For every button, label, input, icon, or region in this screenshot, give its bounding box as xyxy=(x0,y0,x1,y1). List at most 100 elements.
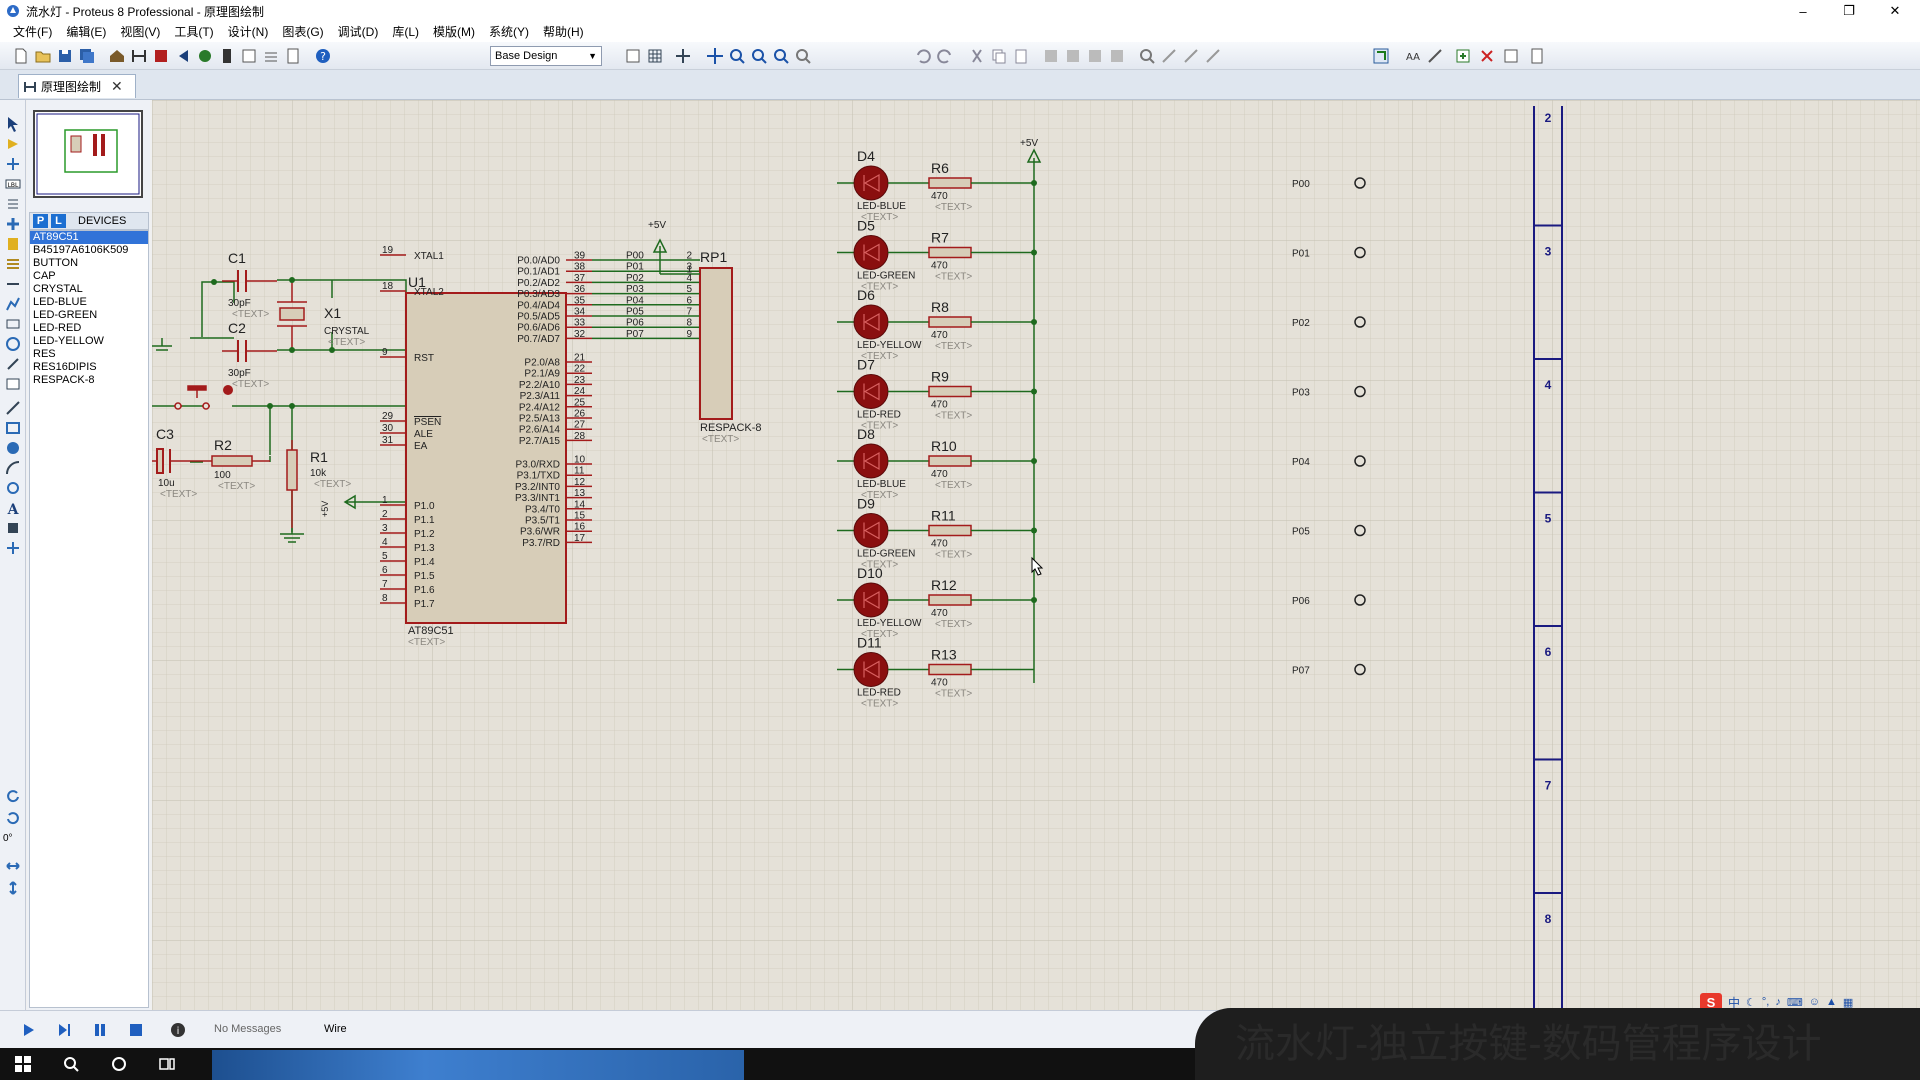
ime-user-icon[interactable]: ☺ xyxy=(1808,996,1820,1008)
tape-recorder-icon[interactable] xyxy=(5,316,21,332)
step-simulation-icon[interactable] xyxy=(56,1022,72,1038)
ime-keyboard-icon[interactable]: ⌨ xyxy=(1786,996,1803,1009)
save-icon[interactable] xyxy=(56,47,74,65)
oscillator-circuit[interactable]: C1 30pF <TEXT> C2 30pF <TEXT> X1 CRYSTAL… xyxy=(152,250,422,543)
close-tab-icon[interactable]: ✕ xyxy=(111,78,123,94)
menu-graph[interactable]: 图表(G) xyxy=(282,25,324,39)
pcb-icon[interactable] xyxy=(152,47,170,65)
copy-icon[interactable] xyxy=(990,47,1008,65)
block-delete-icon[interactable] xyxy=(1108,47,1126,65)
help-icon[interactable]: ? xyxy=(314,47,332,65)
close-window-button[interactable]: ✕ xyxy=(1889,3,1901,18)
source-code-icon[interactable] xyxy=(218,47,236,65)
list-item[interactable]: RES xyxy=(33,348,56,360)
device-pins-icon[interactable] xyxy=(5,276,21,292)
voltage-probe-icon[interactable] xyxy=(5,356,21,372)
menu-help[interactable]: 帮助(H) xyxy=(543,25,584,39)
mcu-at89c51[interactable]: U1 AT89C51 <TEXT> 19XTAL118XTAL29RST29PS… xyxy=(380,245,700,648)
schematic-icon[interactable] xyxy=(130,47,148,65)
pick-device-icon[interactable] xyxy=(1138,47,1156,65)
generator-icon[interactable] xyxy=(5,336,21,352)
maximize-button[interactable]: ❐ xyxy=(1843,3,1855,18)
zoom-area-icon[interactable] xyxy=(794,47,812,65)
overview-window[interactable] xyxy=(33,110,143,198)
ime-mic-icon[interactable]: ♪ xyxy=(1775,996,1781,1008)
symbol-tool-icon[interactable] xyxy=(5,520,21,536)
component-mode-icon[interactable] xyxy=(5,136,21,152)
back-icon[interactable] xyxy=(174,47,192,65)
circle-tool-icon[interactable] xyxy=(5,440,21,456)
ime-skin-icon[interactable]: ▲ xyxy=(1825,996,1837,1008)
taskbar-app-thumbnail[interactable] xyxy=(212,1050,744,1080)
list-item[interactable]: RESPACK-8 xyxy=(33,374,95,386)
menu-library[interactable]: 库(L) xyxy=(392,25,419,39)
menu-design[interactable]: 设计(N) xyxy=(227,25,269,39)
rotate-clockwise-icon[interactable] xyxy=(5,788,21,804)
mirror-vertical-icon[interactable] xyxy=(5,880,21,896)
list-item[interactable]: CRYSTAL xyxy=(33,283,83,295)
path-tool-icon[interactable] xyxy=(5,480,21,496)
list-item[interactable]: RES16DIPIS xyxy=(33,361,97,373)
report-icon[interactable] xyxy=(284,47,302,65)
list-item[interactable]: LED-RED xyxy=(33,322,82,334)
box-tool-icon[interactable] xyxy=(5,420,21,436)
list-item[interactable]: LED-BLUE xyxy=(33,296,87,308)
marker-tool-icon[interactable] xyxy=(5,540,21,556)
task-view-icon[interactable] xyxy=(158,1055,176,1073)
block-move-icon[interactable] xyxy=(1064,47,1082,65)
make-device-icon[interactable] xyxy=(1160,47,1178,65)
virtual-instruments-icon[interactable] xyxy=(5,376,21,392)
led-chain[interactable]: +5V P00D4LED-BLUE<TEXT>R6470<TEXT>P01D5L… xyxy=(837,138,1366,710)
ime-menu-icon[interactable]: ▦ xyxy=(1842,996,1854,1009)
search-tag-icon[interactable]: AA xyxy=(1404,47,1422,65)
list-item[interactable]: AT89C51 xyxy=(30,231,148,244)
paste-icon[interactable] xyxy=(1012,47,1030,65)
list-item[interactable]: BUTTON xyxy=(33,257,79,269)
menu-view[interactable]: 视图(V) xyxy=(120,25,161,39)
bus-icon[interactable] xyxy=(5,216,21,232)
property-tool-icon[interactable] xyxy=(1426,47,1444,65)
list-item[interactable]: LED-YELLOW xyxy=(33,335,104,347)
subcircuit-icon[interactable] xyxy=(5,236,21,252)
ime-language[interactable]: 中 xyxy=(1728,995,1741,1010)
rotation-angle[interactable]: 0° xyxy=(3,833,13,844)
selection-mode-icon[interactable] xyxy=(5,116,21,132)
bom-icon[interactable] xyxy=(196,47,214,65)
menu-debug[interactable]: 调试(D) xyxy=(337,25,379,39)
menu-template[interactable]: 模版(M) xyxy=(433,25,475,39)
grid-toggle-icon[interactable] xyxy=(646,47,664,65)
text-script-icon[interactable] xyxy=(5,196,21,212)
pick-devices-button[interactable]: P xyxy=(33,214,48,228)
zoom-all-icon[interactable] xyxy=(772,47,790,65)
block-copy-icon[interactable] xyxy=(1042,47,1060,65)
stop-simulation-icon[interactable] xyxy=(128,1022,144,1038)
new-sheet-icon[interactable] xyxy=(1454,47,1472,65)
run-simulation-icon[interactable] xyxy=(20,1022,36,1038)
pause-simulation-icon[interactable] xyxy=(92,1022,108,1038)
delete-sheet-icon[interactable] xyxy=(1478,47,1496,65)
save-all-icon[interactable] xyxy=(78,47,96,65)
redo-icon[interactable] xyxy=(936,47,954,65)
undo-icon[interactable] xyxy=(914,47,932,65)
menu-edit[interactable]: 编辑(E) xyxy=(66,25,107,39)
text-tool-icon[interactable]: A xyxy=(5,500,21,518)
line-tool-icon[interactable] xyxy=(5,400,21,416)
open-folder-icon[interactable] xyxy=(34,47,52,65)
ime-toolbar[interactable]: S 中 ☾ °, ♪ ⌨ ☺ ▲ ▦ xyxy=(1700,993,1905,1011)
list-item[interactable]: LED-GREEN xyxy=(33,309,98,321)
menu-file[interactable]: 文件(F) xyxy=(13,25,53,39)
menu-tools[interactable]: 工具(T) xyxy=(174,25,214,39)
list-item[interactable]: B45197A6106K509 xyxy=(33,244,129,256)
wire-autorouter-icon[interactable] xyxy=(1372,47,1390,65)
wire-label-icon[interactable]: LBL xyxy=(5,176,21,192)
mirror-horizontal-icon[interactable] xyxy=(5,858,21,874)
